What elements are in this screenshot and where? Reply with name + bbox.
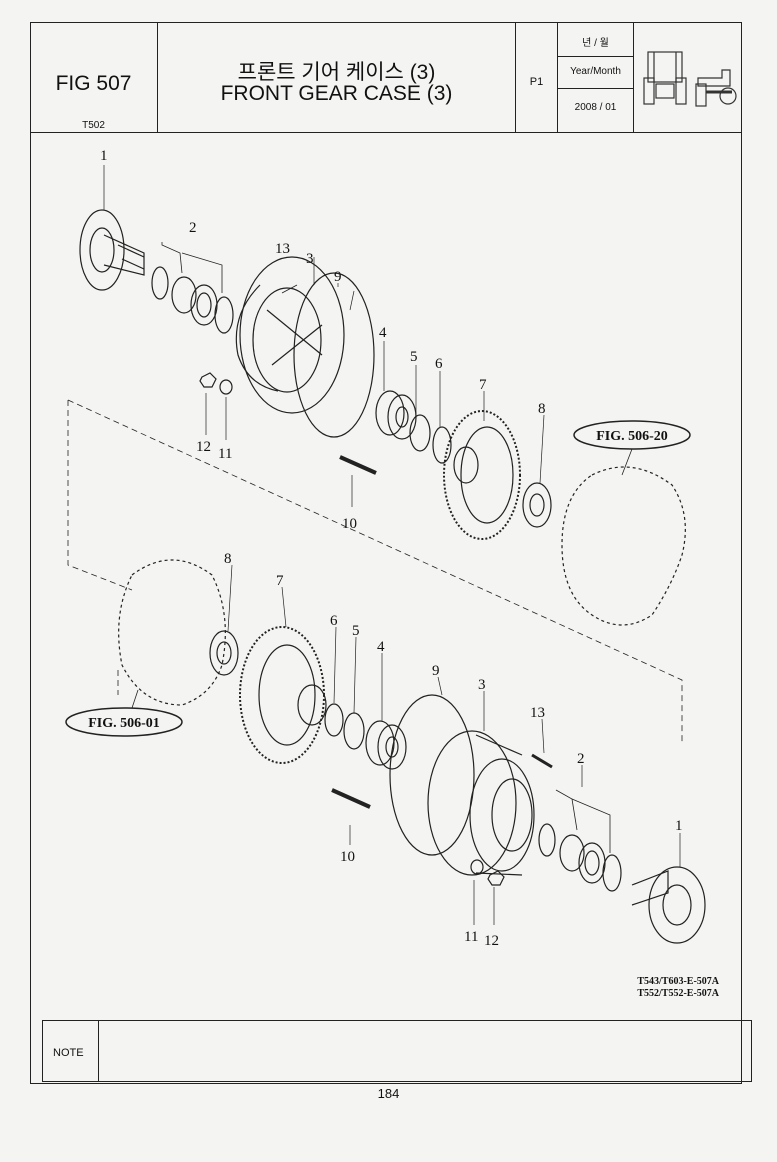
callout-lower-1: 1 <box>675 818 683 834</box>
part-5-shim-lower <box>343 712 365 750</box>
part-2-seal-kit-lower <box>538 789 622 892</box>
part-1-flange-lower <box>631 866 706 944</box>
callout-upper-7: 7 <box>479 377 487 393</box>
note-label: NOTE <box>53 1047 84 1059</box>
callout-upper-8: 8 <box>538 401 546 417</box>
part-9-o-ring-upper <box>293 272 375 438</box>
callout-lower-10: 10 <box>340 849 355 865</box>
fig-ref-upper: FIG. 506-20 <box>596 429 668 444</box>
callout-upper-3: 3 <box>306 251 314 267</box>
exploded-parts-diagram: 1 2 13 3 9 4 5 6 7 8 12 11 10 8 7 6 5 4 … <box>65 148 706 949</box>
part-11-12-nut-washer-upper <box>199 372 233 395</box>
callout-upper-11: 11 <box>218 446 232 462</box>
part-11-12-nut-washer-lower <box>470 859 505 886</box>
page-label: P1 <box>529 76 544 88</box>
page-label-cell: P1 <box>516 22 558 133</box>
part-4-bearing-lower <box>365 720 407 770</box>
housing-ghost-upper <box>561 466 686 626</box>
part-8-bearing-lower <box>209 630 239 676</box>
part-1-flange-upper <box>79 209 145 291</box>
date-label-english: Year/Month <box>570 66 621 77</box>
callout-lower-5: 5 <box>352 623 360 639</box>
callout-lower-3: 3 <box>478 677 486 693</box>
callout-upper-2: 2 <box>189 220 197 236</box>
callout-upper-9: 9 <box>334 269 342 285</box>
part-3-gear-case-upper <box>235 256 345 414</box>
callout-lower-12: 12 <box>484 933 499 949</box>
callout-upper-12: 12 <box>196 439 211 455</box>
part-3-gear-case-lower <box>427 730 535 876</box>
callout-upper-6: 6 <box>435 356 443 372</box>
title-cell: 프론트 기어 케이스 (3) FRONT GEAR CASE (3) <box>158 22 516 133</box>
part-7-ring-gear-lower <box>239 626 327 764</box>
drawing-code-1: T543/T603-E-507A <box>637 976 719 987</box>
part-8-bearing-upper <box>522 482 552 528</box>
fig-number: FIG 507 <box>55 72 132 95</box>
callout-upper-13: 13 <box>275 241 290 257</box>
callout-lower-4: 4 <box>377 639 385 655</box>
callout-upper-5: 5 <box>410 349 418 365</box>
part-7-ring-gear-upper <box>443 410 521 540</box>
callout-lower-6: 6 <box>330 613 338 629</box>
callout-upper-4: 4 <box>379 325 387 341</box>
callout-lower-13: 13 <box>530 705 545 721</box>
page-number: 184 <box>377 1086 400 1101</box>
drawing-code-2: T552/T552-E-507A <box>637 988 719 999</box>
callout-lower-9: 9 <box>432 663 440 679</box>
title-english: FRONT GEAR CASE (3) <box>220 82 453 105</box>
date-label-korean: 년 / 월 <box>582 38 609 49</box>
callout-upper-10: 10 <box>342 516 357 532</box>
callout-lower-8: 8 <box>224 551 232 567</box>
date-value: 2008 / 01 <box>574 102 617 113</box>
callout-lower-7: 7 <box>276 573 284 589</box>
part-13-bolt-lower <box>531 753 553 769</box>
part-9-o-ring-lower <box>389 694 475 856</box>
fig-ref-lower: FIG. 506-01 <box>88 716 160 731</box>
part-10-stud-lower <box>331 788 371 809</box>
part-6-snap-ring-lower <box>324 703 344 737</box>
callout-lower-11: 11 <box>464 929 478 945</box>
part-5-shim-upper <box>409 414 431 452</box>
note-box: NOTE <box>42 1020 752 1082</box>
title-korean: 프론트 기어 케이스 (3) <box>237 61 436 84</box>
housing-ghost-lower <box>118 559 226 706</box>
page-frame <box>30 22 742 1084</box>
part-10-stud-upper <box>339 455 377 475</box>
tractor-thumbnail-icon <box>643 51 737 107</box>
part-6-snap-ring-upper <box>432 426 452 464</box>
year-month-cell: 년 / 월 Year/Month 2008 / 01 <box>558 22 634 133</box>
model-code: T502 <box>82 120 105 131</box>
fig-cell: FIG 507 T502 <box>30 22 158 133</box>
callout-lower-2: 2 <box>577 751 585 767</box>
part-2-seal-kit-upper <box>151 242 234 334</box>
callout-upper-1: 1 <box>100 148 108 164</box>
